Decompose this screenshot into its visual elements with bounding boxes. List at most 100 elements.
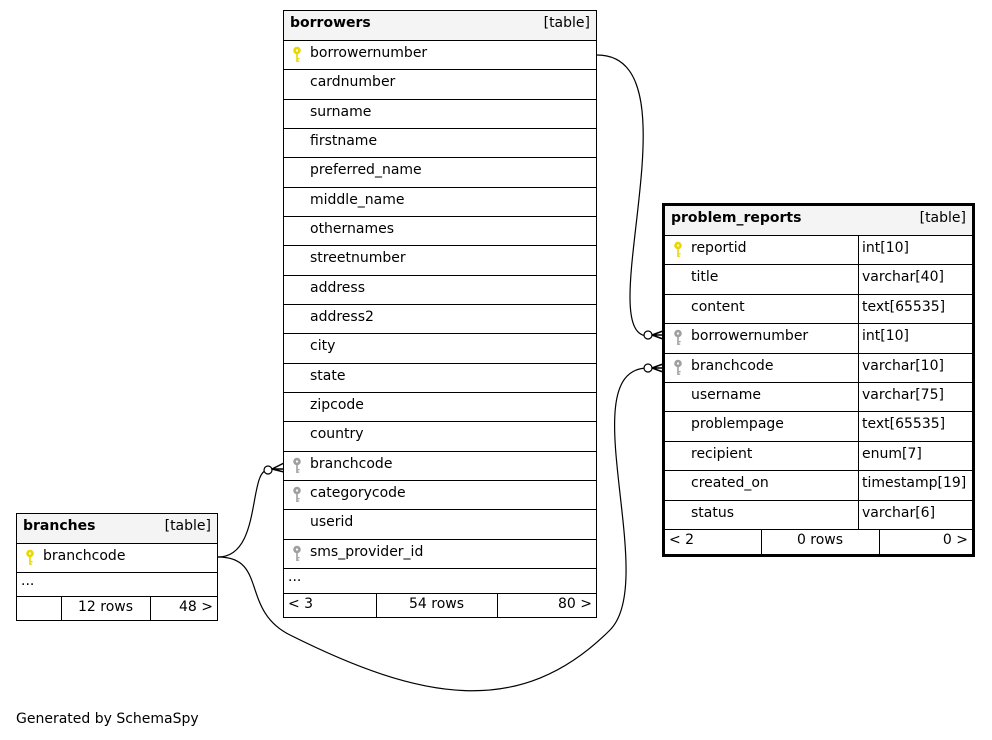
column-name: branchcode — [310, 455, 393, 472]
column-row-borrowernumber[interactable]: borrowernumber — [284, 41, 596, 71]
column-type: varchar[6] — [862, 504, 936, 521]
children-count[interactable]: 0 > — [942, 531, 968, 548]
column-row-othernames[interactable]: othernames — [284, 217, 596, 247]
more-columns-label: ... — [21, 573, 35, 589]
column-name: surname — [310, 103, 372, 120]
table-header: borrowers [table] — [284, 11, 596, 41]
column-name: userid — [310, 514, 354, 531]
column-row-branchcode[interactable]: branchcode — [284, 452, 596, 481]
edge-problem-reports-borrowernumber — [596, 54, 649, 337]
column-type: timestamp[19] — [862, 475, 967, 492]
edge-crowfoot-marker — [271, 462, 285, 473]
table-header: problem_reports [table] — [665, 206, 972, 236]
generated-by-credit: Generated by SchemaSpy — [16, 711, 199, 727]
column-name: sms_provider_id — [310, 543, 424, 560]
column-row-sms-provider-id[interactable]: sms_provider_id — [284, 540, 596, 569]
edge-zero-marker — [643, 363, 653, 373]
foreign-key-icon — [674, 329, 682, 346]
edge-zero-marker — [643, 330, 653, 340]
column-row-state[interactable]: state — [284, 364, 596, 393]
foreign-key-icon — [293, 545, 301, 561]
column-row-userid[interactable]: userid — [284, 510, 596, 540]
parents-count[interactable] — [17, 597, 61, 620]
column-row-created-on[interactable]: created_on timestamp[19] — [665, 471, 972, 501]
column-row-surname[interactable]: surname — [284, 100, 596, 129]
column-name: streetnumber — [310, 250, 406, 267]
table-branches[interactable]: branches [table] branchcode ... 12 rows … — [16, 513, 218, 621]
table-name[interactable]: borrowers — [290, 15, 371, 31]
column-list: borrowernumber cardnumber surname firstname… — [284, 41, 596, 569]
column-name: address2 — [310, 308, 374, 325]
column-name: branchcode — [691, 357, 774, 374]
column-name: cardnumber — [310, 74, 396, 91]
primary-key-icon — [674, 241, 682, 257]
column-row-address[interactable]: address — [284, 276, 596, 305]
column-row-categorycode[interactable]: categorycode — [284, 481, 596, 511]
foreign-key-icon — [293, 457, 301, 473]
edge-crowfoot-marker — [651, 363, 664, 373]
parents-count[interactable]: < 2 — [669, 531, 695, 548]
column-row-zipcode[interactable]: zipcode — [284, 393, 596, 423]
table-header: branches [table] — [17, 514, 217, 544]
table-type-label: [table] — [543, 15, 590, 31]
column-name: firstname — [310, 132, 378, 149]
table-borrowers[interactable]: borrowers [table] borrowernumber cardnumb… — [283, 10, 597, 618]
column-row-middle-name[interactable]: middle_name — [284, 188, 596, 217]
column-row-country[interactable]: country — [284, 422, 596, 452]
column-name: problempage — [691, 416, 784, 433]
column-row-title[interactable]: title varchar[40] — [665, 265, 972, 295]
column-row-cardnumber[interactable]: cardnumber — [284, 70, 596, 100]
edge-zero-marker — [263, 465, 273, 475]
foreign-key-icon — [674, 359, 682, 375]
column-name: state — [310, 367, 346, 384]
row-count: 0 rows — [796, 531, 844, 548]
row-count: 54 rows — [408, 595, 465, 612]
more-columns: ... — [17, 573, 217, 597]
table-footer: < 2 0 rows 0 > — [665, 529, 972, 554]
column-name: categorycode — [310, 484, 406, 501]
foreign-key-icon — [293, 486, 301, 502]
column-row-firstname[interactable]: firstname — [284, 129, 596, 159]
column-name: address — [310, 279, 366, 296]
column-row-content[interactable]: content text[65535] — [665, 294, 972, 325]
column-row-branchcode[interactable]: branchcode — [17, 544, 217, 573]
column-type: text[65535] — [862, 298, 946, 315]
parents-count[interactable]: < 3 — [288, 595, 314, 612]
children-count[interactable]: 48 > — [179, 599, 213, 615]
primary-key-icon — [26, 549, 34, 565]
column-type: varchar[40] — [862, 269, 944, 286]
column-name: middle_name — [310, 191, 405, 208]
column-type: varchar[10] — [862, 357, 944, 374]
more-columns: ... — [284, 569, 596, 594]
column-row-streetnumber[interactable]: streetnumber — [284, 246, 596, 276]
edge-borrowers-branchcode — [217, 469, 269, 558]
column-name: created_on — [691, 475, 769, 492]
column-row-address2[interactable]: address2 — [284, 305, 596, 335]
edge-crowfoot-marker — [651, 330, 664, 340]
column-row-branchcode[interactable]: branchcode varchar[10] — [665, 353, 972, 383]
table-type-label: [table] — [919, 210, 966, 226]
column-list: branchcode — [17, 544, 217, 573]
row-count: 12 rows — [77, 599, 134, 615]
column-row-city[interactable]: city — [284, 334, 596, 364]
column-type: int[10] — [862, 328, 909, 345]
column-name: title — [691, 269, 719, 286]
column-name: content — [691, 298, 745, 315]
column-row-preferred-name[interactable]: preferred_name — [284, 158, 596, 188]
children-count[interactable]: 80 > — [558, 595, 592, 612]
column-type: enum[7] — [862, 445, 922, 462]
column-name: username — [691, 386, 761, 403]
edge-problem-reports-branchcode — [217, 367, 649, 692]
table-name[interactable]: branches — [23, 518, 96, 534]
table-footer: 12 rows 48 > — [17, 597, 217, 620]
table-name[interactable]: problem_reports — [671, 210, 802, 226]
